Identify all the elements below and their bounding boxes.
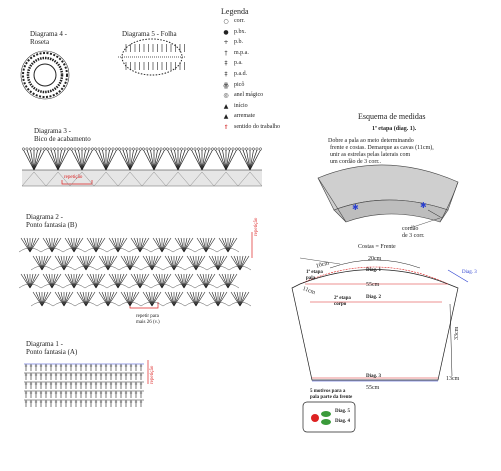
motif-note-1: 5 motivos para a (310, 389, 346, 394)
leaf-diagram (118, 38, 186, 76)
legend-label: m.p.a. (234, 49, 249, 56)
diag2-label: Diag. 2 (366, 295, 381, 300)
step1-label-b: pala (306, 276, 316, 281)
yoke-sketch: ✱ ✱ (317, 164, 459, 229)
legend-label: corr. (234, 18, 245, 24)
d2-repeat-label: repetição (254, 217, 259, 236)
d2-note-1: repetir para (136, 314, 159, 319)
d4-subtitle: Roseta (30, 38, 50, 46)
d1-repeat-label: repetição (150, 365, 155, 384)
motif-note-2: pala parte da frente (310, 395, 353, 400)
svg-text:✱: ✱ (352, 203, 359, 212)
cord-label-1: cordão (402, 226, 419, 232)
cord-label-2: de 3 corr. (402, 233, 425, 239)
d1-title: Diagrama 1 - (26, 340, 63, 348)
legend-symbol: ⇑ (223, 124, 229, 131)
pattern-a-diagram (24, 360, 149, 407)
legend-title: Legenda (221, 7, 249, 16)
d3-subtitle: Bico de acabamento (34, 135, 91, 143)
schema-desc-3: unir as estrelas pelas laterais com (330, 152, 411, 158)
d1-subtitle: Ponto fantasia (A) (26, 348, 78, 356)
back-front-label: Costas = Frente (358, 244, 396, 250)
edging-diagram (21, 147, 263, 187)
legend-item: ○ corr. (220, 18, 245, 25)
legend-item: ● p.bx. (220, 29, 246, 36)
legend-label: início (234, 102, 248, 109)
diag1-label: Diag. 1 (366, 268, 381, 273)
legend-item: † m.p.a. (220, 50, 249, 57)
diag3-right-label: Diag. 3 (462, 270, 477, 275)
legend-item: ▲ arremate (220, 113, 255, 120)
legend-item: ꙮ picô (220, 82, 244, 89)
measure-20: 20cm (368, 256, 382, 262)
d5-title: Diagrama 5 - Folha (122, 30, 177, 38)
svg-text:✱: ✱ (420, 201, 427, 210)
legend-item: ‡ p.a. (220, 60, 243, 67)
schema-step: 1ª etapa (diag. 1). (372, 126, 417, 132)
legend-item: ⇑ sentido do trabalho (220, 124, 280, 131)
d3-repeat-label: repetição (64, 175, 83, 180)
diag4-label: Diag. 4 (335, 419, 350, 424)
d2-subtitle: Ponto fantasia (B) (26, 221, 77, 229)
body-sketch (291, 257, 469, 382)
legend-symbol: ● (223, 28, 229, 36)
motif-box (302, 401, 356, 433)
d3-title: Diagrama 3 - (34, 127, 71, 135)
pattern-b-diagram (18, 232, 253, 309)
measure-33: 33cm (454, 326, 460, 340)
schema-desc-2: frente e costas. Demarque as cavas (11cm… (330, 145, 434, 151)
step2-label-a: 2ª etapa (334, 296, 351, 301)
step2-label-b: corpo (334, 302, 347, 307)
schema-desc-4: um cordão de 3 corr.. (330, 159, 381, 165)
schema-desc-1: Dobre a pala ao meio determinando (328, 138, 414, 144)
legend-label: p.bx. (234, 28, 246, 35)
legend-label: anel mágico (234, 92, 264, 99)
legend-item: ▲ início (220, 103, 248, 110)
d2-note-2: mais 26 (v.) (136, 320, 160, 325)
legend-symbol: † (224, 49, 228, 57)
legend-label: p.a.d. (234, 71, 248, 77)
measure-13: 13cm (446, 376, 460, 382)
diag3-bottom-label: Diag. 3 (366, 374, 381, 379)
legend-label: p.a. (234, 60, 243, 67)
legend-item: ‡ p.a.d. (220, 71, 248, 78)
legend-symbol: ▲ (223, 113, 229, 121)
legend-item: + p.b. (220, 39, 243, 46)
legend-symbol: ‡ (224, 60, 228, 68)
legend-symbol: ○ (223, 18, 229, 25)
legend-label: sentido do trabalho (234, 124, 280, 130)
measure-55-top: 55cm (366, 282, 380, 288)
legend-symbol: ‡ (224, 71, 228, 78)
legend-label: picô (234, 81, 245, 88)
rosette-diagram (20, 50, 70, 100)
measure-55-bottom: 55cm (366, 385, 380, 391)
schema-title: Esquema de medidas (358, 112, 426, 121)
d4-title: Diagrama 4 - (30, 30, 67, 38)
legend-symbol: ◎ (223, 92, 229, 100)
step1-label-a: 1ª etapa (306, 270, 323, 275)
legend-symbol: ▲ (223, 102, 229, 110)
legend-label: p.b. (234, 39, 243, 46)
legend-item: ◎ anel mágico (220, 92, 263, 99)
legend-label: arremate (234, 113, 255, 120)
d2-title: Diagrama 2 - (26, 213, 63, 221)
legend-symbol: ꙮ (223, 81, 229, 89)
diag5-label: Diag. 5 (335, 409, 350, 414)
legend-symbol: + (223, 39, 229, 47)
